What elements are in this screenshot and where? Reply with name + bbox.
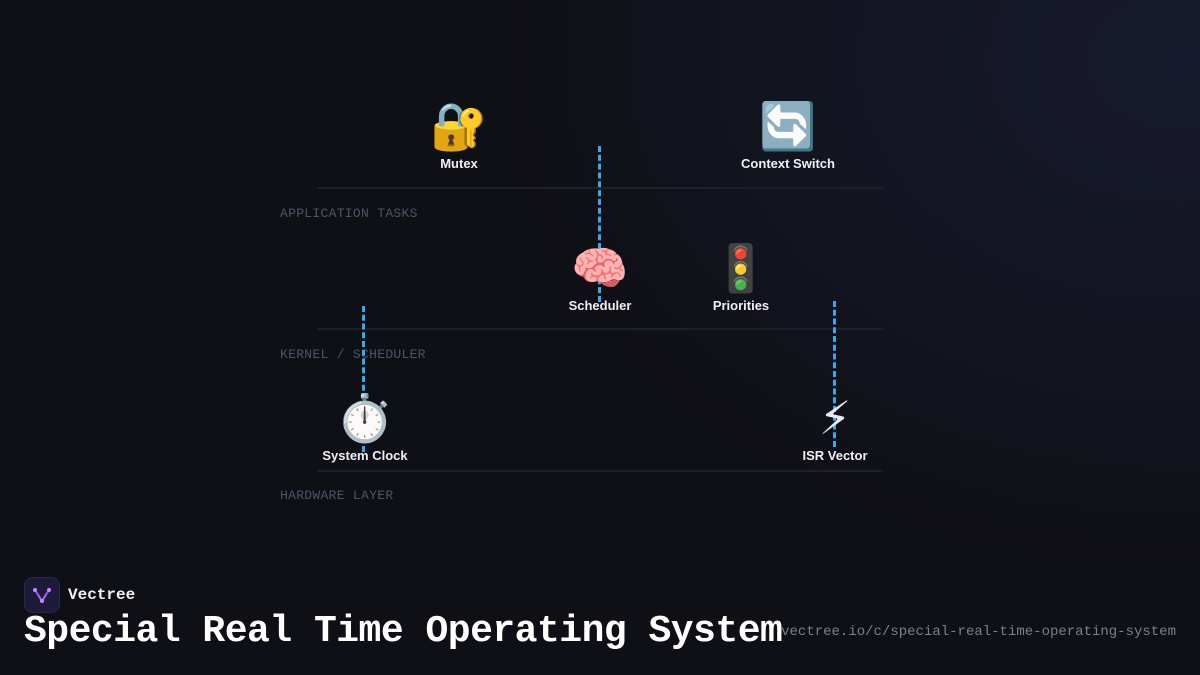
connector-isr-vector (833, 301, 836, 447)
traffic-light-icon: 🚦 (712, 241, 770, 295)
stopwatch-icon: ⏱️ (336, 391, 394, 445)
connector-system-clock (362, 306, 365, 452)
layer-divider (317, 328, 883, 330)
node-system-clock[interactable]: ⏱️ System Clock (295, 392, 435, 463)
node-scheduler[interactable]: 🧠 Scheduler (530, 242, 670, 313)
vectree-logo-icon (24, 577, 60, 613)
brand[interactable]: Vectree (24, 577, 135, 613)
page-title: Special Real Time Operating System (24, 610, 783, 653)
layer-label-hardware: HARDWARE LAYER (280, 488, 394, 503)
lightning-icon: ⚡ (818, 391, 852, 445)
node-label: Context Switch (741, 156, 835, 171)
layer-label-application: APPLICATION TASKS (280, 206, 418, 221)
node-isr-vector[interactable]: ⚡ ISR Vector (765, 392, 905, 463)
node-label: Scheduler (568, 298, 632, 313)
brand-name: Vectree (68, 586, 136, 604)
node-label: System Clock (322, 448, 408, 463)
node-label: Mutex (440, 156, 478, 171)
layer-label-kernel: KERNEL / SCHEDULER (280, 347, 426, 362)
node-label: ISR Vector (802, 448, 868, 463)
node-priorities[interactable]: 🚦 Priorities (671, 242, 811, 313)
arrows-cycle-icon: 🔄 (759, 99, 817, 153)
layer-divider (317, 470, 883, 472)
connector-mutex-scheduler (598, 146, 601, 302)
page-url[interactable]: vectree.io/c/special-real-time-operating… (781, 624, 1176, 640)
brain-icon: 🧠 (571, 241, 629, 295)
lock-with-key-icon: 🔐 (430, 99, 488, 153)
node-context-switch[interactable]: 🔄 Context Switch (718, 100, 858, 171)
node-label: Priorities (712, 298, 770, 313)
node-mutex[interactable]: 🔐 Mutex (389, 100, 529, 171)
